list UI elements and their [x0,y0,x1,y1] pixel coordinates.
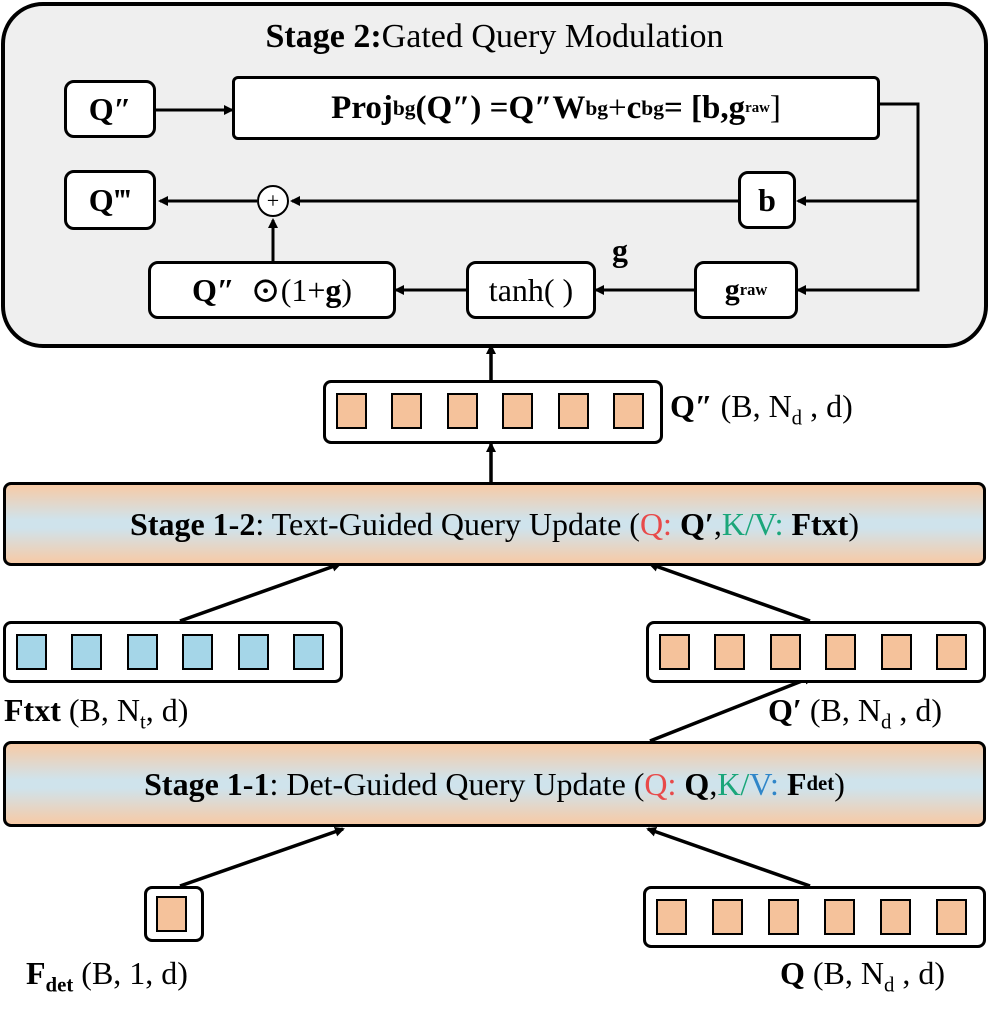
q2-tensor [323,380,663,444]
stage11-bar: Stage 1-1: Det-Guided Query Update (Q: Q… [3,741,986,827]
arrow-proj-to-graw [796,201,920,295]
tensor-cell [502,393,533,429]
qprime-tensor-label: Q′ (B, Nd , d) [768,692,943,734]
tensor-cell [881,634,912,670]
tensor-cell [182,634,213,670]
arrow-q-to-stage11 [646,826,811,888]
tensor-cell [936,899,967,935]
tensor-cell [558,393,589,429]
tensor-cell [659,634,690,670]
plus-circle [257,185,289,217]
q-tensor-label: Q (B, Nd , d) [780,955,946,997]
tensor-cell [336,393,367,429]
arrow-qprime-to-stage12 [648,561,811,623]
q3-node: Q‴ [64,170,156,230]
arrow-stage11-to-qprime [649,675,814,743]
kv-label-v: V: [749,765,779,802]
kv-label-k: K/ [717,765,750,802]
tensor-cell [712,899,743,935]
fdet-tensor-label: Fdet (B, 1, d) [26,955,188,997]
arrow-proj-to-b [796,102,920,206]
qprime-tensor [646,621,986,683]
q-tensor [643,886,986,948]
plus-operator: + [266,188,280,213]
stage2-title: Stage 2: Gated Query Modulation [265,18,724,55]
tensor-cell [293,634,324,670]
q2-node: Q″ [64,80,156,138]
tensor-cell [770,634,801,670]
tensor-cell [156,896,187,932]
tensor-cell [656,899,687,935]
tensor-cell [391,393,422,429]
tensor-cell [447,393,478,429]
tensor-cell [127,634,158,670]
fdet-tensor [144,886,204,942]
stage12-bar: Stage 1-2: Text-Guided Query Update (Q: … [3,482,986,566]
arrow-fdet-to-stage11 [179,826,345,888]
gate-node: Q″ ⊙(1+ g) [148,261,396,319]
arrow-ftxt-to-stage12 [179,561,342,623]
tensor-cell [824,899,855,935]
ftxt-tensor-label: Ftxt (B, Nt, d) [4,692,189,734]
tensor-cell [768,899,799,935]
g-label: g [612,232,628,268]
tensor-cell [71,634,102,670]
tensor-cell [238,634,269,670]
ftxt-tensor [3,621,343,683]
b-node: b [738,171,796,229]
tensor-cell [880,899,911,935]
tensor-cell [613,393,644,429]
q2-tensor-label: Q″ (B, Nd , d) [670,388,853,430]
tensor-cell [714,634,745,670]
tensor-cell [825,634,856,670]
tensor-cell [16,634,47,670]
tanh-node: tanh( ) [466,261,596,319]
tensor-cell [936,634,967,670]
